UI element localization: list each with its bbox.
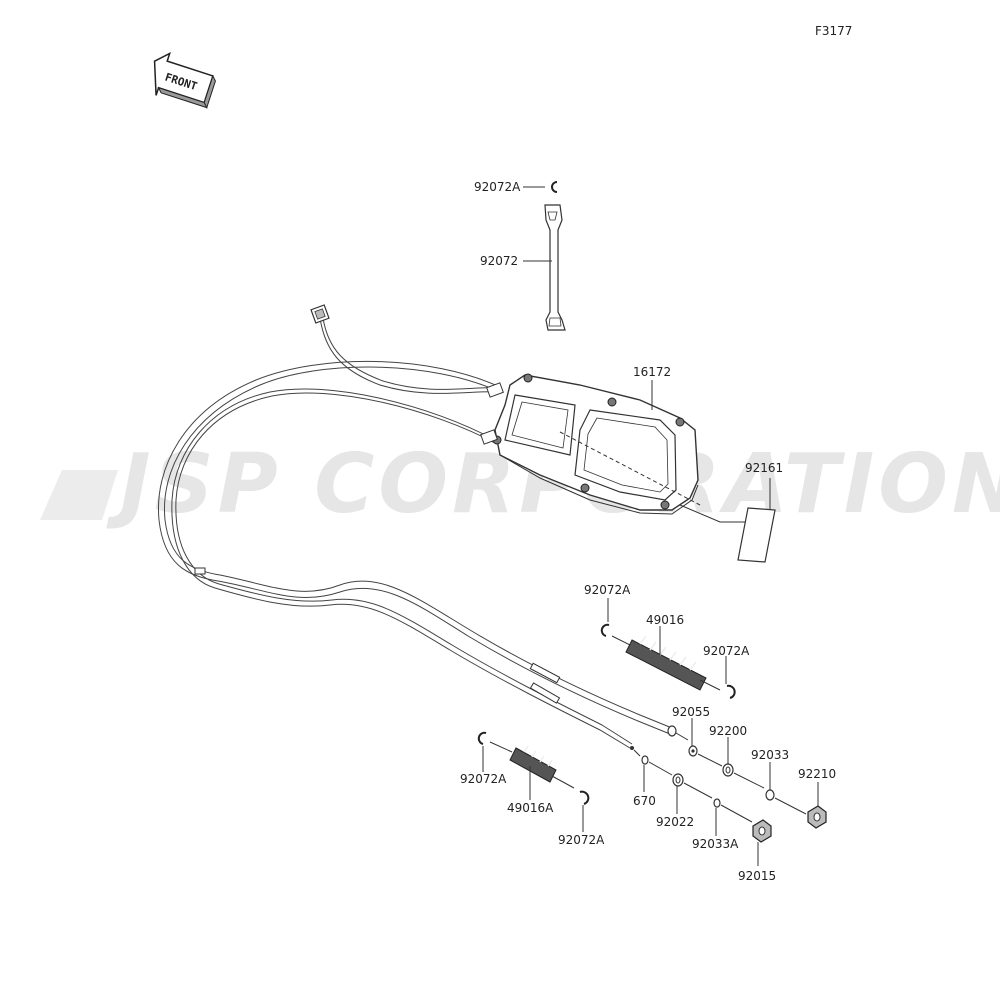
label-92210: 92210 <box>798 767 836 781</box>
label-boot-r: 49016 <box>646 613 684 627</box>
case-icon <box>480 373 701 515</box>
nut-icon <box>807 805 827 829</box>
label-boot-l: 49016A <box>507 801 554 815</box>
label-92015: 92015 <box>738 869 776 883</box>
nut-icon <box>752 819 772 843</box>
cables <box>157 317 673 749</box>
label-clip-l2: 92072A <box>558 833 605 847</box>
clip-icon <box>477 731 487 745</box>
clip-icon <box>726 684 736 699</box>
figure-code: F3177 <box>815 24 852 38</box>
label-clip-r2: 92072A <box>703 644 750 658</box>
front-arrow-icon: FRONT <box>153 52 216 109</box>
label-clip-r1: 92072A <box>584 583 631 597</box>
label-sticker-icon <box>737 507 776 563</box>
label-case: 16172 <box>633 365 671 379</box>
label-band: 92072 <box>480 254 518 268</box>
band-icon <box>544 204 566 331</box>
label-clip-l1: 92072A <box>460 772 507 786</box>
boot-icon <box>625 635 721 691</box>
o-ring-icon <box>641 755 649 765</box>
clip-icon <box>579 790 590 805</box>
label-92161: 92161 <box>745 461 783 475</box>
label-92022: 92022 <box>656 815 694 829</box>
label-92033: 92033 <box>751 748 789 762</box>
connector-icon <box>310 304 330 324</box>
washer-icon <box>765 789 775 801</box>
label-clip-top: 92072A <box>474 180 521 194</box>
washer-icon <box>713 798 721 808</box>
clip-icon <box>551 181 558 193</box>
label-92055: 92055 <box>672 705 710 719</box>
label-92033A: 92033A <box>692 837 739 851</box>
boot-icon <box>509 745 575 789</box>
label-92200: 92200 <box>709 724 747 738</box>
clip-icon <box>600 623 610 637</box>
label-670: 670 <box>633 794 656 808</box>
